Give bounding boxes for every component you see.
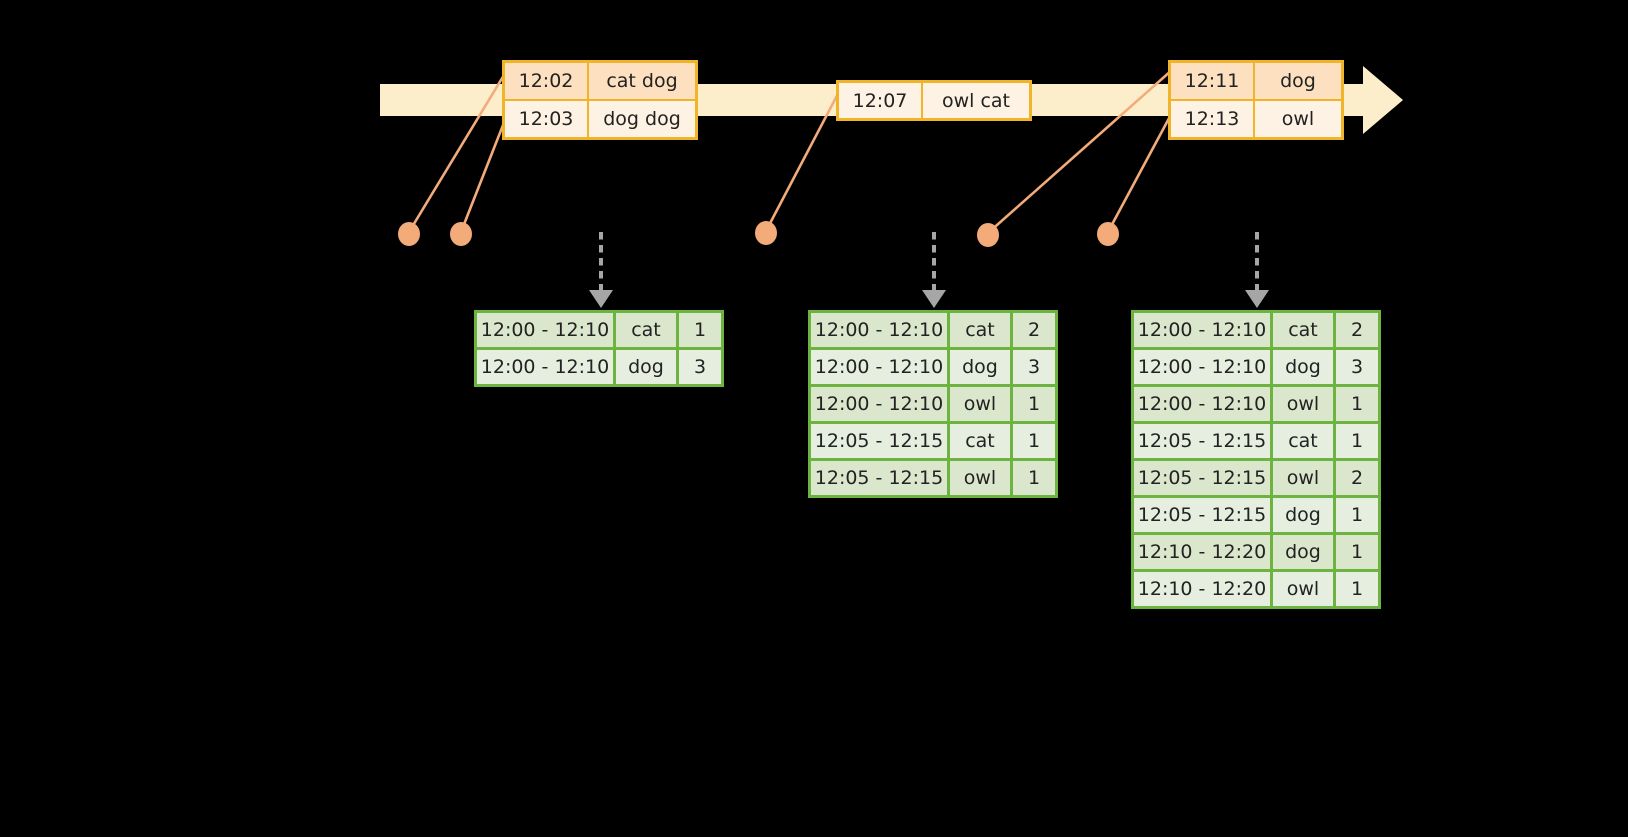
cell-count: 1: [1013, 461, 1055, 495]
cell-word: owl: [1273, 387, 1333, 421]
cell-count: 2: [1336, 313, 1378, 347]
cell-window: 12:00 - 12:10: [811, 387, 947, 421]
timeline-arrowhead: [1363, 66, 1403, 134]
cell-word: owl: [950, 387, 1010, 421]
cell-count: 3: [1336, 350, 1378, 384]
cell-word: dog: [1273, 535, 1333, 569]
event-time: 12:13: [1171, 101, 1255, 137]
cell-window: 12:05 - 12:15: [811, 424, 947, 458]
cell-window: 12:05 - 12:15: [811, 461, 947, 495]
event-row: 12:02 cat dog: [505, 63, 695, 99]
cell-word: owl: [1273, 461, 1333, 495]
event-time: 12:03: [505, 101, 589, 137]
cell-window: 12:00 - 12:10: [477, 313, 613, 347]
cell-word: owl: [1273, 572, 1333, 606]
event-time: 12:07: [839, 83, 923, 118]
cell-window: 12:10 - 12:20: [1134, 535, 1270, 569]
cell-count: 3: [679, 350, 721, 384]
cell-count: 2: [1013, 313, 1055, 347]
cell-window: 12:05 - 12:15: [1134, 498, 1270, 532]
event-time: 12:02: [505, 63, 589, 99]
cell-word: owl: [950, 461, 1010, 495]
event-box-2: 12:07 owl cat: [836, 80, 1032, 121]
cell-word: dog: [1273, 498, 1333, 532]
event-words: owl: [1281, 108, 1315, 130]
cell-word: cat: [950, 424, 1010, 458]
cell-count: 1: [1336, 387, 1378, 421]
event-words: cat dog: [606, 70, 678, 92]
cell-word: cat: [1273, 313, 1333, 347]
cell-count: 1: [1013, 387, 1055, 421]
cell-window: 12:00 - 12:10: [811, 350, 947, 384]
cell-word: dog: [950, 350, 1010, 384]
cell-window: 12:10 - 12:20: [1134, 572, 1270, 606]
event-dot: [977, 223, 999, 247]
cell-word: dog: [1273, 350, 1333, 384]
cell-count: 1: [1336, 535, 1378, 569]
cell-count: 1: [1336, 424, 1378, 458]
cell-count: 1: [1336, 572, 1378, 606]
flow-arrow-2: [922, 232, 946, 310]
event-words: owl cat: [941, 89, 1011, 112]
flow-arrow-3: [1245, 232, 1269, 310]
cell-window: 12:00 - 12:10: [1134, 313, 1270, 347]
cell-window: 12:00 - 12:10: [1134, 387, 1270, 421]
event-dot: [450, 222, 472, 246]
event-dot: [398, 222, 420, 246]
event-row: 12:03 dog dog: [505, 99, 695, 137]
cell-window: 12:00 - 12:10: [811, 313, 947, 347]
flow-arrow-1: [589, 232, 613, 310]
event-box-1: 12:02 cat dog 12:03 dog dog: [502, 60, 698, 140]
event-words: dog dog: [603, 108, 681, 130]
cell-count: 1: [1013, 424, 1055, 458]
cell-window: 12:05 - 12:15: [1134, 461, 1270, 495]
event-row: 12:13 owl: [1171, 99, 1341, 137]
cell-window: 12:05 - 12:15: [1134, 424, 1270, 458]
event-dot: [1097, 222, 1119, 246]
cell-word: cat: [1273, 424, 1333, 458]
event-dot: [755, 221, 777, 245]
event-time: 12:11: [1171, 63, 1255, 99]
event-box-3: 12:11 dog 12:13 owl: [1168, 60, 1344, 140]
cell-word: cat: [616, 313, 676, 347]
cell-word: cat: [950, 313, 1010, 347]
cell-word: dog: [616, 350, 676, 384]
cell-count: 1: [679, 313, 721, 347]
cell-window: 12:00 - 12:10: [477, 350, 613, 384]
cell-count: 2: [1336, 461, 1378, 495]
event-row: 12:11 dog: [1171, 63, 1341, 99]
cell-count: 3: [1013, 350, 1055, 384]
cell-count: 1: [1336, 498, 1378, 532]
event-words: dog: [1280, 70, 1316, 92]
cell-window: 12:00 - 12:10: [1134, 350, 1270, 384]
event-row: 12:07 owl cat: [839, 83, 1029, 118]
